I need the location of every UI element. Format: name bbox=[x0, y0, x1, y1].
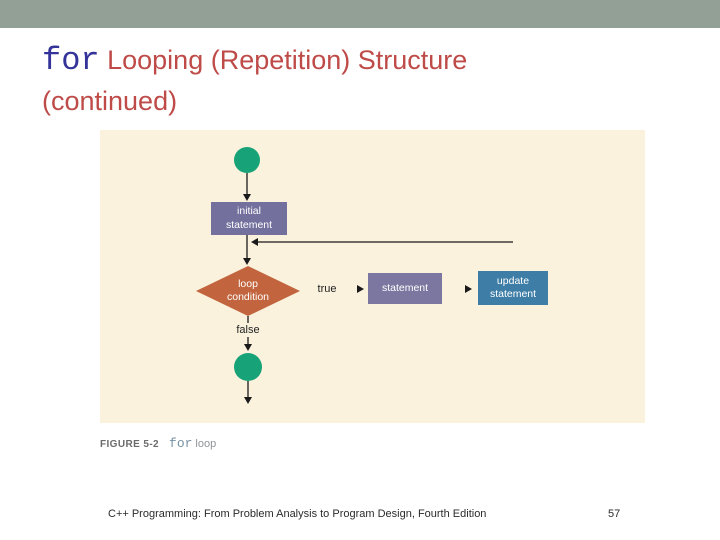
edge-initial-to-condition bbox=[243, 235, 251, 265]
edge-start-to-initial bbox=[243, 173, 251, 201]
true-branch-label: true bbox=[305, 282, 349, 296]
caption-text: loop bbox=[195, 438, 217, 450]
end-terminal-node bbox=[234, 353, 262, 381]
update-statement-node: update statement bbox=[478, 271, 548, 305]
title-for-keyword: for bbox=[42, 42, 100, 79]
loop-condition-node: loop condition bbox=[196, 266, 300, 316]
edge-statement-to-update-arrowhead bbox=[465, 285, 472, 293]
flowchart-panel: initial statement loop condition true st… bbox=[100, 130, 645, 423]
edge-true-to-statement-arrowhead bbox=[357, 285, 364, 293]
figure-number: FIGURE 5-2 bbox=[100, 439, 160, 450]
slide-accent-bar bbox=[0, 0, 720, 28]
slide-title-line2: (continued) bbox=[42, 86, 178, 116]
edge-end-exit bbox=[244, 381, 252, 404]
edge-loop-back bbox=[251, 238, 513, 246]
footer-book-title: C++ Programming: From Problem Analysis t… bbox=[108, 508, 487, 520]
slide-title-line1: for Looping (Repetition) Structure bbox=[42, 40, 682, 81]
start-terminal-node bbox=[234, 147, 260, 173]
title-text: Looping (Repetition) Structure bbox=[99, 45, 468, 75]
false-branch-label: false bbox=[226, 323, 270, 337]
caption-for-keyword: for bbox=[169, 436, 193, 451]
statement-node: statement bbox=[368, 273, 442, 304]
slide-title: for Looping (Repetition) Structure (cont… bbox=[42, 40, 682, 121]
initial-statement-node: initial statement bbox=[211, 202, 287, 235]
page-number: 57 bbox=[608, 508, 621, 520]
